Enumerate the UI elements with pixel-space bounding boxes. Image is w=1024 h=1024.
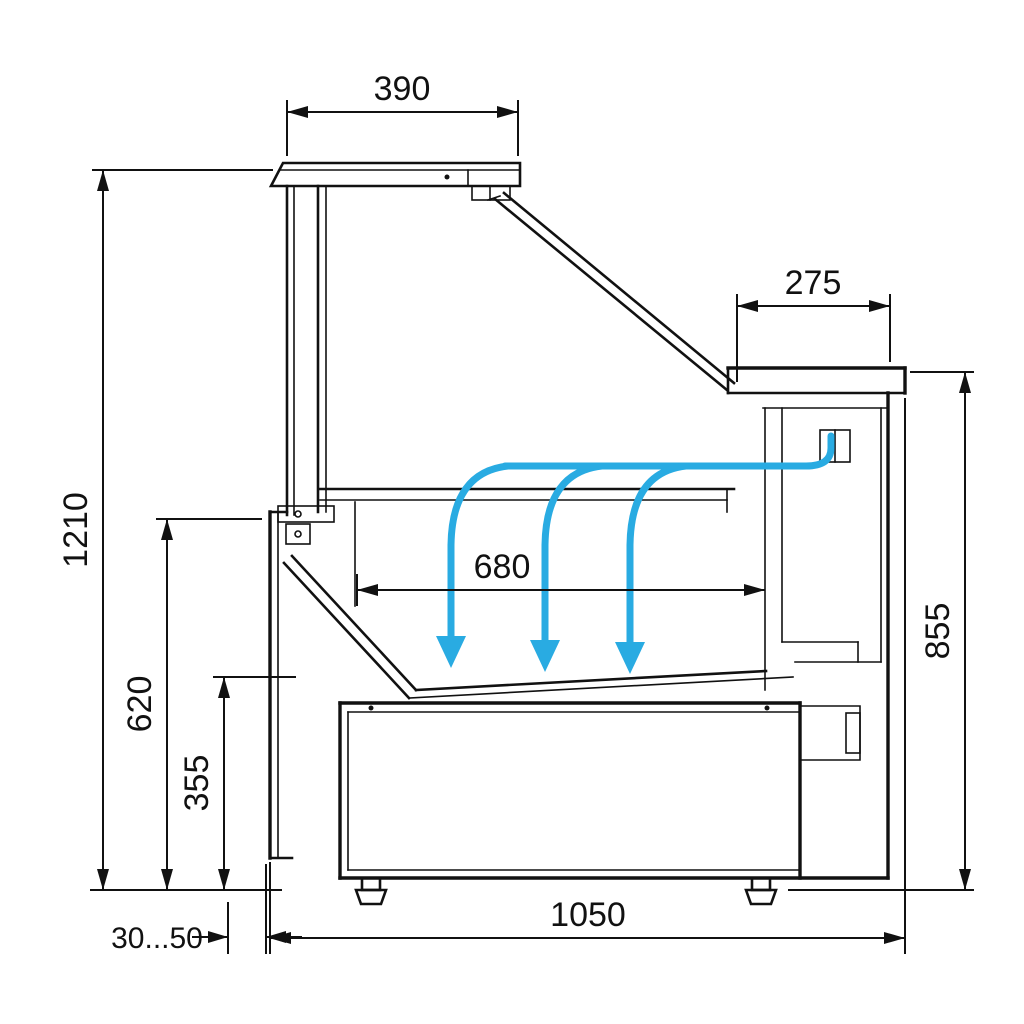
back-body-wall (268, 510, 294, 860)
front-wall (764, 391, 890, 880)
cabinet-outline (268, 161, 907, 906)
canopy-screw (444, 174, 450, 180)
dim-label-680: 680 (474, 548, 531, 586)
airflow-arrowhead-3 (615, 642, 645, 674)
airflow-curve-3 (626, 462, 690, 650)
dim-counter-depth: 275 (736, 264, 891, 382)
display-rail (318, 487, 736, 607)
airflow-curve-1 (447, 462, 512, 644)
canopy (268, 161, 522, 201)
display-well (282, 554, 794, 700)
dim-well-bottom-height: 355 (178, 676, 296, 890)
dim-label-355: 355 (178, 755, 216, 812)
counter-top (726, 366, 907, 409)
base-cabinet (338, 701, 890, 880)
dim-total-depth: 1050 (269, 398, 906, 954)
dim-label-1050: 1050 (550, 896, 626, 934)
dim-label-390: 390 (374, 70, 431, 108)
airflow-supply-line (501, 432, 835, 470)
airflow-arrowhead-2 (530, 640, 560, 672)
dim-label-855: 855 (919, 603, 957, 660)
dim-label-620: 620 (121, 676, 159, 733)
dim-label-30-50: 30...50 (111, 922, 203, 955)
dim-label-1210: 1210 (57, 492, 95, 568)
base-screw-right (764, 705, 770, 711)
dim-well-width: 680 (356, 548, 765, 606)
airflow-arrowhead-1 (436, 636, 466, 668)
foot-right (744, 876, 778, 906)
dim-front-height: 855 (788, 371, 974, 891)
foot-left (354, 876, 388, 906)
machinery-compartment (781, 407, 882, 663)
dim-foot-adjust: 30...50 (111, 864, 302, 955)
dim-back-mid-height: 620 (121, 518, 262, 890)
dim-top-width: 390 (286, 70, 519, 156)
airflow-curve-2 (541, 462, 606, 648)
airflow-arrows (436, 432, 835, 674)
dimensions: 390 275 1210 855 620 (57, 70, 974, 955)
dim-label-275: 275 (785, 264, 842, 302)
front-glass (486, 191, 736, 392)
base-screw-left (368, 705, 374, 711)
dim-total-height: 1210 (57, 169, 282, 891)
